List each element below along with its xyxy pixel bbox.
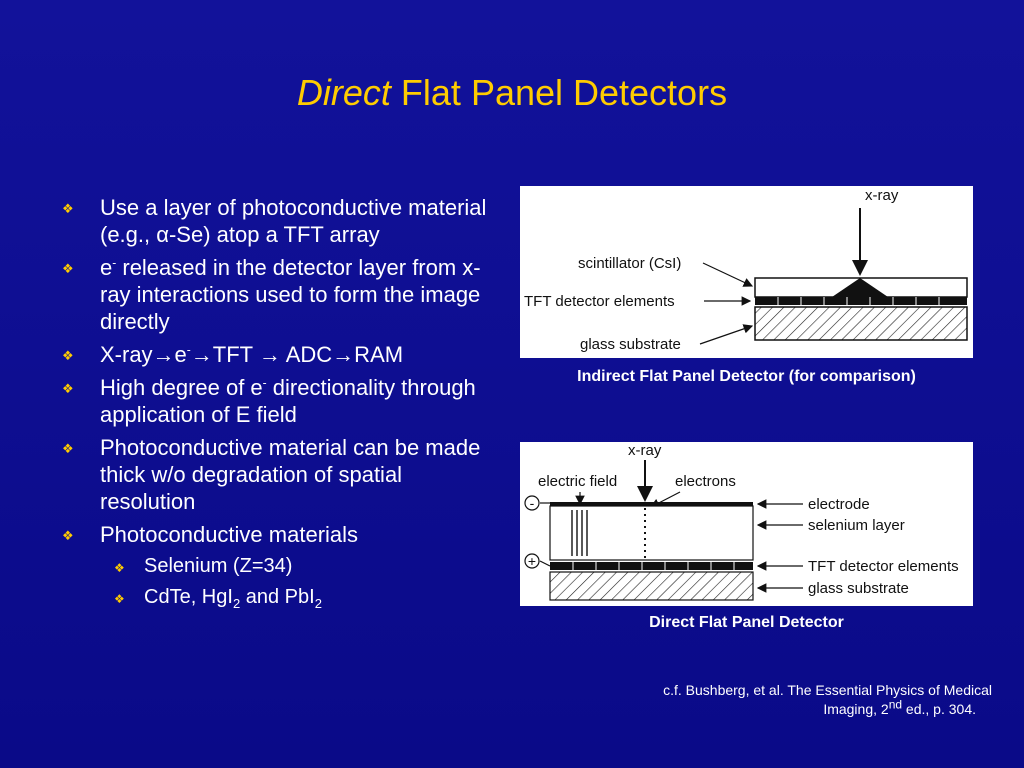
bullet-list: ❖ Use a layer of photoconductive materia… xyxy=(62,194,492,616)
superscript: - xyxy=(262,375,267,390)
citation-line1: c.f. Bushberg, et al. The Essential Phys… xyxy=(663,682,992,698)
bullet-item: ❖ Use a layer of photoconductive materia… xyxy=(62,194,492,248)
diamond-bullet-icon: ❖ xyxy=(62,262,74,277)
glass-substrate-layer xyxy=(754,306,968,341)
direct-detector-diagram: x-ray electric field electrons - xyxy=(524,442,959,601)
glass-label: glass substrate xyxy=(808,580,909,597)
direct-caption: Direct Flat Panel Detector xyxy=(649,614,844,631)
bullet-text: X-ray→e xyxy=(100,342,187,367)
tft-label: TFT detector elements xyxy=(524,293,675,310)
diamond-bullet-icon: ❖ xyxy=(62,202,74,217)
selenium-label: selenium layer xyxy=(808,517,905,534)
indirect-detector-diagram: x-ray scintillator (CsI) TFT detector el… xyxy=(524,187,968,353)
slide-title: Direct Flat Panel Detectors xyxy=(0,72,1024,114)
plus-sign: + xyxy=(528,553,536,569)
diamond-bullet-icon: ❖ xyxy=(62,442,74,457)
diamond-bullet-icon: ❖ xyxy=(62,382,74,397)
xray-label: x-ray xyxy=(865,187,899,204)
bullet-text: Photoconductive material can be made thi… xyxy=(100,435,481,514)
superscript: nd xyxy=(888,697,903,712)
xray-label: x-ray xyxy=(628,442,662,459)
citation-text: Imaging, 2 xyxy=(823,701,889,717)
sub-bullet-text: CdTe, HgI xyxy=(144,586,233,608)
direct-detector-figure: x-ray electric field electrons - xyxy=(520,442,973,606)
sub-bullet-item: ❖ CdTe, HgI2 and PbI2 xyxy=(62,585,492,610)
light-spread-shape xyxy=(832,278,888,297)
minus-terminal-icon xyxy=(524,495,540,511)
electrode-layer xyxy=(550,502,753,506)
bullet-text: e xyxy=(100,255,113,280)
indirect-detector-figure: x-ray scintillator (CsI) TFT detector el… xyxy=(520,186,973,358)
minus-sign: - xyxy=(530,495,535,511)
superscript: - xyxy=(112,255,117,270)
tft-label: TFT detector elements xyxy=(808,558,959,575)
bullet-text: Use a layer of photoconductive material … xyxy=(100,195,487,247)
selenium-layer xyxy=(549,505,754,561)
glass-label: glass substrate xyxy=(580,336,681,353)
bullet-text: directionality through application of E … xyxy=(100,375,476,427)
superscript: - xyxy=(186,342,191,357)
tft-layer xyxy=(755,297,967,305)
electrode-label: electrode xyxy=(808,496,870,513)
indirect-caption: Indirect Flat Panel Detector (for compar… xyxy=(577,368,916,385)
bullet-text: High degree of e xyxy=(100,375,263,400)
bullet-item: ❖ e- released in the detector layer from… xyxy=(62,254,492,335)
bullet-item: ❖ High degree of e- directionality throu… xyxy=(62,374,492,428)
citation: c.f. Bushberg, et al. The Essential Phys… xyxy=(560,681,992,719)
bullet-text: →TFT → ADC→RAM xyxy=(190,342,404,367)
bullet-item: ❖ X-ray→e-→TFT → ADC→RAM xyxy=(62,341,492,368)
electrons-label: electrons xyxy=(675,473,736,490)
plus-terminal-icon xyxy=(524,553,540,569)
bullet-item: ❖ Photoconductive material can be made t… xyxy=(62,434,492,515)
scintillator-label: scintillator (CsI) xyxy=(578,255,681,272)
subscript: 2 xyxy=(314,596,322,611)
bullet-text: Photoconductive materials xyxy=(100,522,359,547)
sub-bullet-item: ❖ Selenium (Z=34) xyxy=(62,554,492,579)
citation-text: ed., p. 304. xyxy=(902,701,976,717)
electric-field-label: electric field xyxy=(538,473,617,490)
bullet-text: released in the detector layer from x-ra… xyxy=(100,255,481,334)
sub-bullet-text: Selenium (Z=34) xyxy=(144,555,293,577)
glass-substrate-layer xyxy=(549,571,754,601)
diamond-bullet-icon: ❖ xyxy=(62,529,74,544)
title-emphasis: Direct xyxy=(296,72,391,113)
diamond-bullet-icon: ❖ xyxy=(114,561,125,575)
title-rest: Flat Panel Detectors xyxy=(390,72,728,113)
sub-bullet-text: and PbI xyxy=(240,586,315,608)
diamond-bullet-icon: ❖ xyxy=(114,592,125,606)
citation-line2: Imaging, 2nd ed., p. 304. xyxy=(560,697,992,719)
diamond-bullet-icon: ❖ xyxy=(62,349,74,364)
bullet-item: ❖ Photoconductive materials xyxy=(62,521,492,548)
tft-layer xyxy=(550,562,753,570)
subscript: 2 xyxy=(232,596,241,611)
